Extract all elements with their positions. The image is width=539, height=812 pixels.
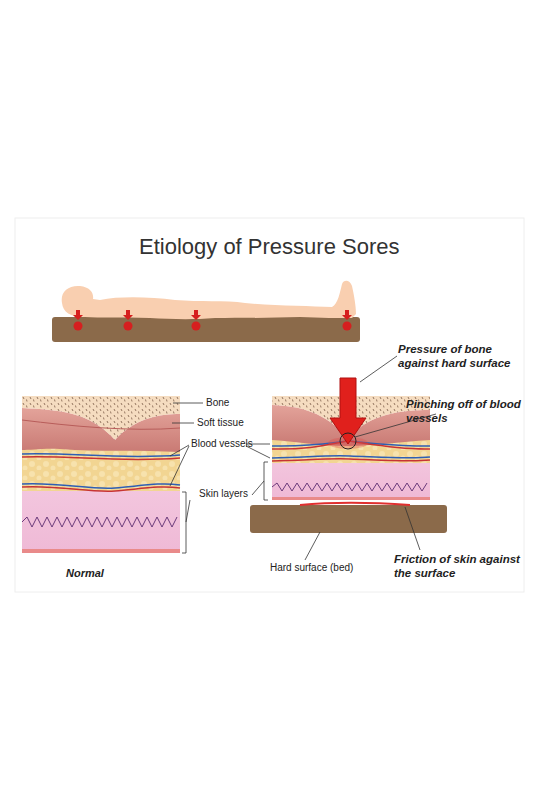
- callout: Pinching off of blood vessels: [406, 398, 534, 426]
- part-label: Bone: [206, 397, 229, 409]
- callout: Friction of skin against the surface: [394, 553, 522, 581]
- bed: [52, 317, 360, 342]
- title: Etiology of Pressure Sores: [139, 234, 399, 260]
- normal-section: [22, 396, 180, 553]
- part-label: Soft tissue: [197, 417, 244, 429]
- part-label: Hard surface (bed): [270, 562, 353, 574]
- part-label: Blood vessels: [191, 438, 253, 450]
- part-label: Skin layers: [199, 488, 248, 500]
- callout: Pressure of bone against hard surface: [398, 343, 526, 371]
- pressure-points: [73, 310, 352, 331]
- body: [62, 281, 356, 319]
- leader-lines: [170, 356, 436, 560]
- section-caption: Normal: [66, 567, 104, 580]
